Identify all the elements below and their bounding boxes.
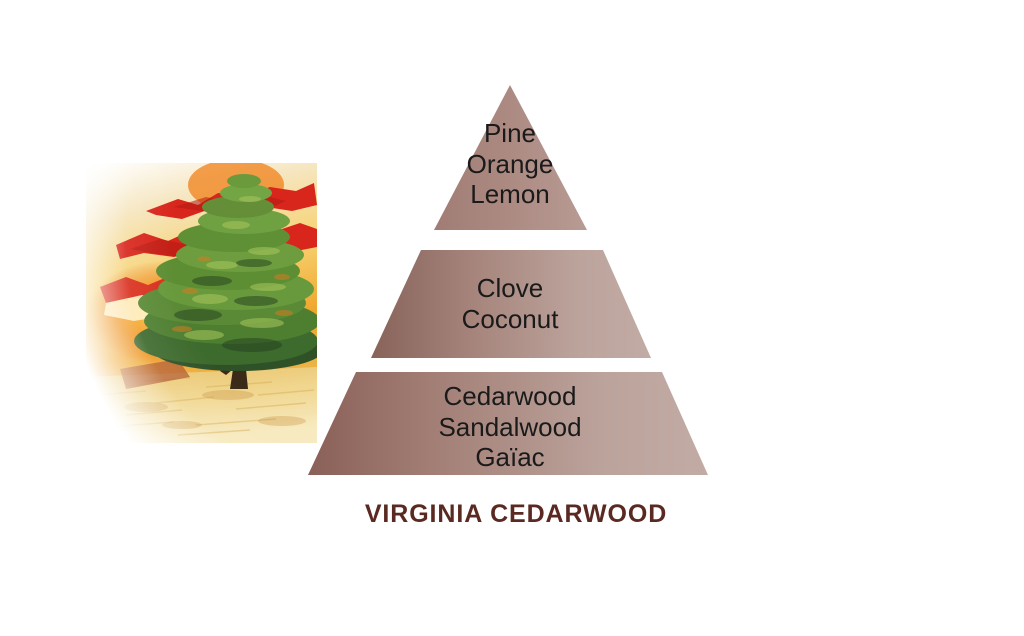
pyramid-tier-middle-shape — [371, 250, 651, 358]
pyramid-tier-base-shape — [308, 372, 708, 475]
ingredient-title: VIRGINIA CEDARWOOD — [364, 500, 668, 528]
cedar-tree-photo — [86, 163, 317, 443]
pyramid-diagram: Pine Orange Lemon Clove Coconut Cedarwoo… — [290, 75, 730, 490]
pyramid-tier-top-shape — [434, 85, 587, 230]
